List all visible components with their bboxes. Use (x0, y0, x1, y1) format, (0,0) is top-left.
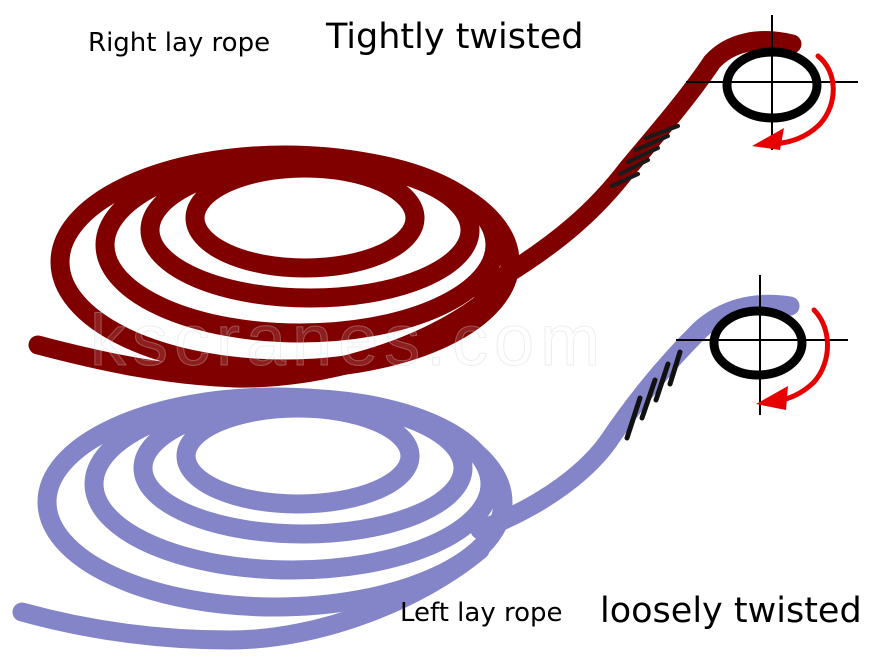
left-lay-twist-mark (653, 361, 671, 403)
right-lay-ring (722, 47, 822, 123)
left-lay-arrowhead (756, 386, 788, 410)
right-lay-end-ring (686, 15, 858, 150)
right-lay-coil-loop (185, 158, 425, 278)
right-lay-rotation-arrow-icon (752, 53, 836, 150)
left-lay-rope-tail (12, 540, 490, 650)
left-lay-rotation-arrow-icon (756, 307, 830, 410)
left-lay-rope (12, 275, 848, 650)
right-lay-twist-mark (610, 172, 640, 188)
right-lay-rotation-arc (765, 53, 836, 147)
left-lay-twist-marks (624, 349, 683, 441)
right-lay-rope-label: Right lay rope (88, 28, 271, 58)
left-lay-rotation-arc (769, 307, 830, 405)
left-lay-end-ring (676, 275, 848, 415)
right-lay-twist-mark (618, 158, 650, 176)
left-lay-twist-mark (667, 349, 683, 387)
right-lay-twist-mark (644, 124, 680, 140)
left-lay-coil-loop (176, 398, 420, 514)
right-lay-rope (28, 15, 858, 388)
left-lay-twist-mark (639, 377, 658, 421)
left-lay-rope-label: Left lay rope (400, 598, 563, 628)
left-lay-rope-lead (470, 294, 800, 540)
loosely-twisted-label: loosely twisted (600, 591, 862, 631)
right-lay-rope-tail (28, 295, 490, 388)
right-lay-twist-mark (626, 146, 660, 164)
left-lay-ring (709, 306, 807, 380)
tightly-twisted-label: Tightly twisted (326, 17, 584, 57)
left-lay-twist-mark (624, 395, 643, 441)
right-lay-rope-coil (28, 31, 802, 388)
right-lay-arrowhead (752, 128, 784, 150)
right-lay-twist-marks (610, 124, 680, 188)
left-lay-rope-coil (12, 294, 800, 650)
right-lay-twist-mark (634, 134, 670, 152)
watermark: kscranes.com (90, 301, 606, 381)
